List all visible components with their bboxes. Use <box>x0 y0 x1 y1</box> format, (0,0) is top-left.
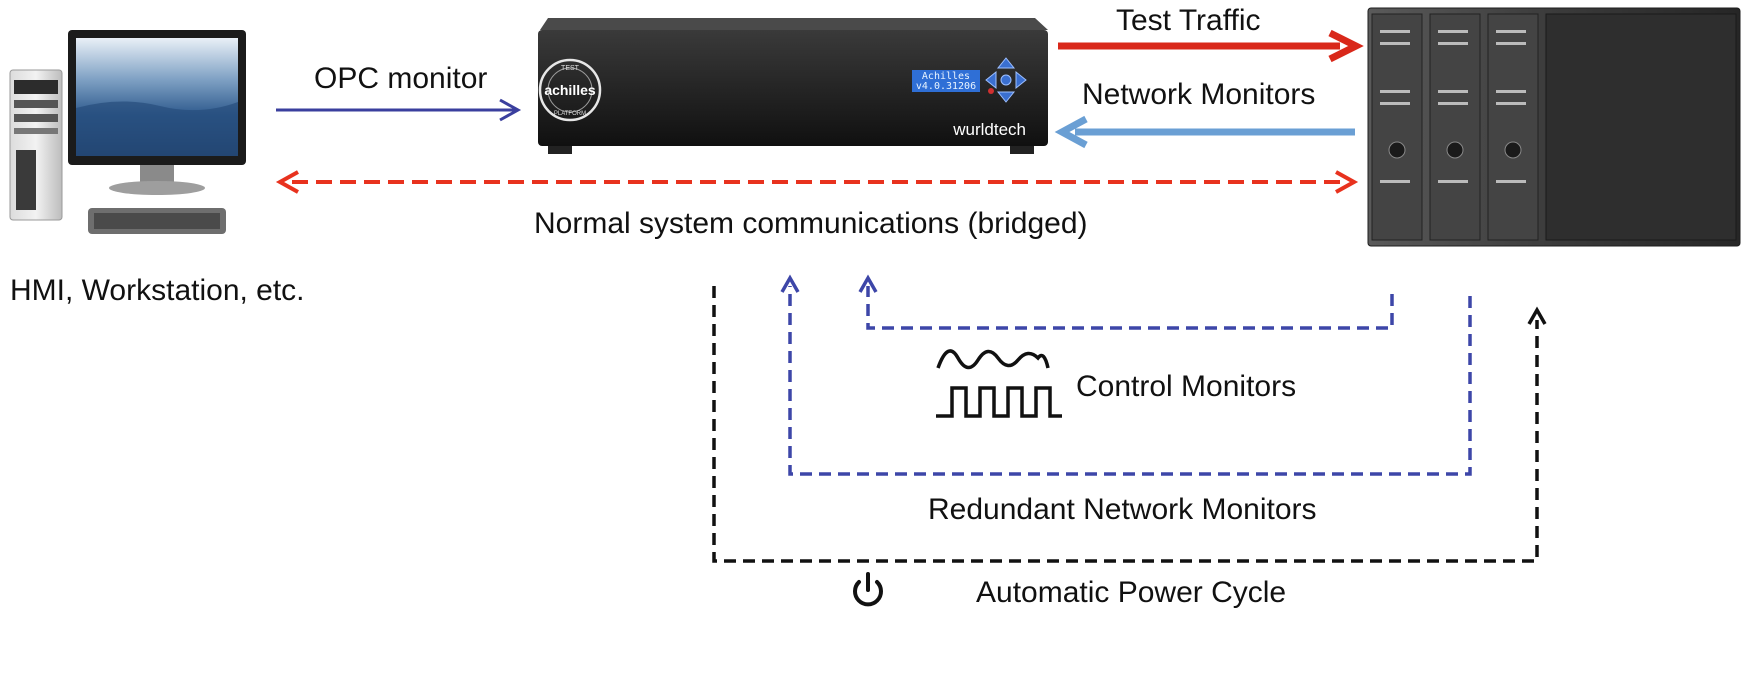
badge-top-text: TEST <box>561 65 580 72</box>
network-monitors-arrow <box>1054 115 1355 149</box>
network-monitors-label: Network Monitors <box>1082 78 1316 111</box>
redundant-monitors-path <box>780 274 1472 476</box>
control-monitors-label: Control Monitors <box>1076 370 1297 403</box>
keypad-icon <box>985 57 1027 103</box>
opc-monitor-arrow <box>276 98 522 122</box>
power-cycle-path <box>712 286 1547 563</box>
power-cycle-label: Automatic Power Cycle <box>976 576 1287 609</box>
opc-monitor-label: OPC monitor <box>314 62 488 95</box>
normal-comms-label: Normal system communications (bridged) <box>534 207 1088 240</box>
test-traffic-arrow <box>1058 29 1364 63</box>
badge-name-text: achilles <box>544 82 596 98</box>
plc-rack-icon <box>1367 7 1741 247</box>
waveform-icon <box>936 349 1062 418</box>
lcd-line-1: Achilles <box>922 71 970 82</box>
achilles-appliance-icon: TEST achilles PLATFORM Achilles v4.0.312… <box>538 18 1048 154</box>
redundant-monitors-label: Redundant Network Monitors <box>928 493 1317 526</box>
hmi-label: HMI, Workstation, etc. <box>10 274 305 307</box>
badge-bottom-text: PLATFORM <box>554 111 586 117</box>
control-monitors-path <box>858 274 1394 330</box>
test-traffic-label: Test Traffic <box>1116 4 1261 37</box>
desktop-computer-icon <box>9 30 246 234</box>
lcd-line-2: v4.0.31206 <box>916 81 976 92</box>
normal-comms-arrow <box>275 170 1359 194</box>
brand-text: wurldtech <box>952 120 1026 139</box>
power-icon <box>853 572 883 607</box>
